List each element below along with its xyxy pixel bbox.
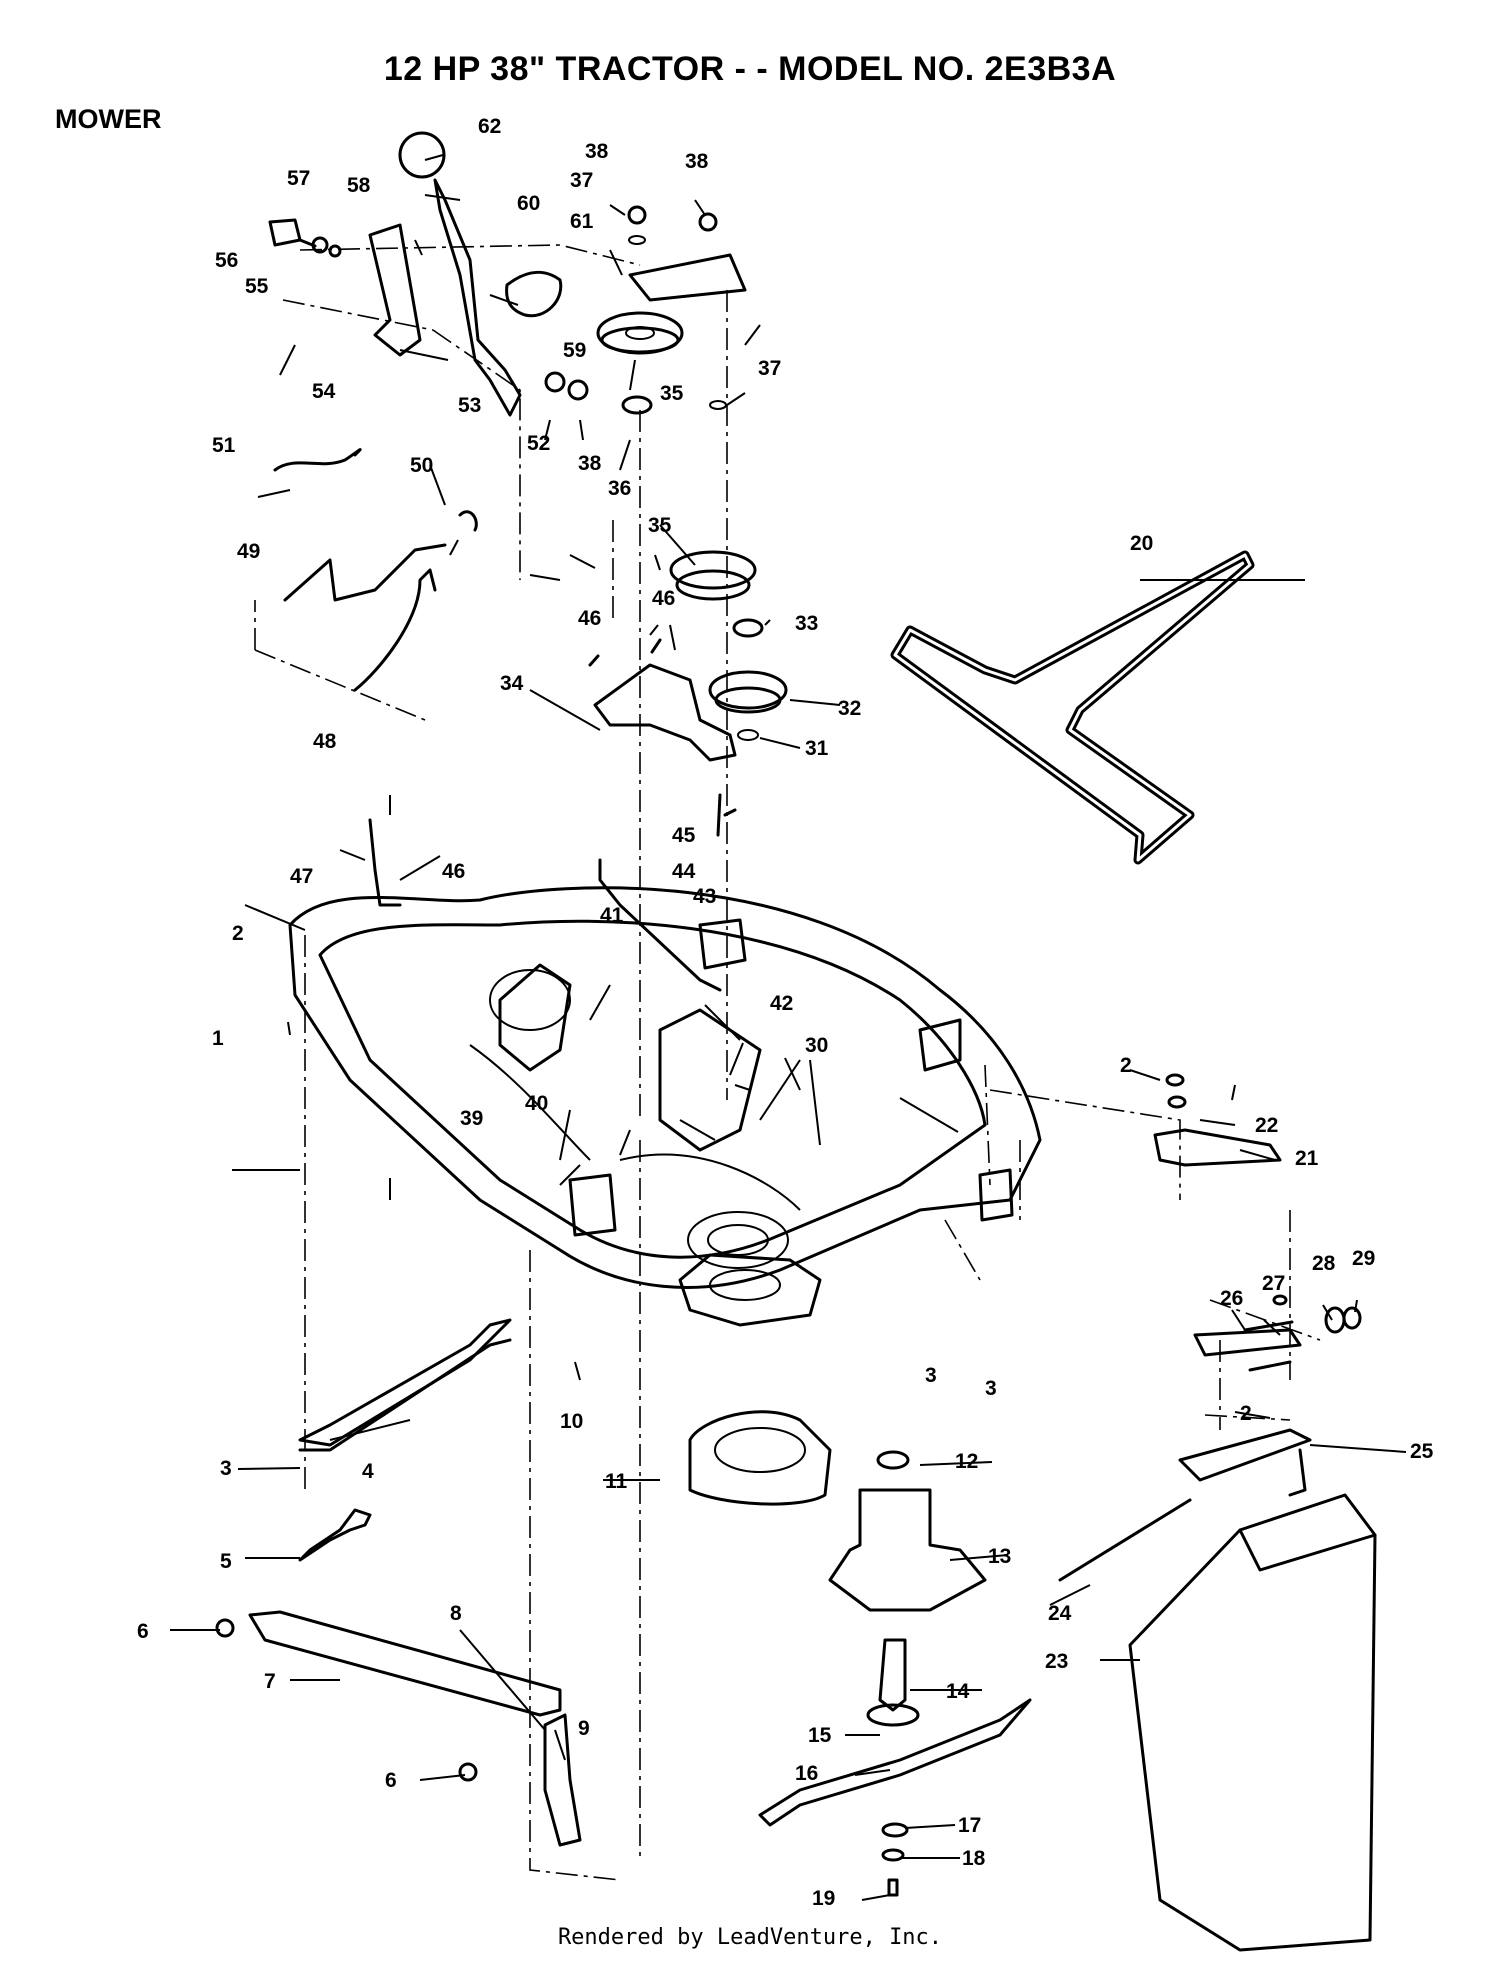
rear-bracket [1058, 1073, 1362, 1582]
callout-57: 57 [287, 167, 310, 190]
callout-37b: 37 [758, 357, 781, 380]
callout-46c: 46 [442, 860, 465, 883]
callout-labels: 1 2 2 2 3 3 3 4 5 6 6 7 8 9 10 11 12 13 … [137, 115, 1434, 1910]
mower-deck [288, 886, 1042, 1289]
callout-8: 8 [450, 1602, 462, 1625]
callout-20: 20 [1130, 532, 1153, 555]
callout-14: 14 [946, 1680, 970, 1703]
callout-2: 2 [232, 922, 244, 945]
callout-22: 22 [1255, 1114, 1278, 1137]
callout-34: 34 [500, 672, 524, 695]
callout-39: 39 [460, 1107, 483, 1130]
callout-48: 48 [313, 730, 337, 753]
callout-52: 52 [527, 432, 550, 455]
callout-43: 43 [693, 885, 716, 908]
callout-2c: 2 [1240, 1402, 1252, 1425]
drive-belt [890, 550, 1255, 865]
callout-47: 47 [290, 865, 313, 888]
callout-56: 56 [215, 249, 238, 272]
callout-46: 46 [578, 607, 601, 630]
callout-60: 60 [517, 192, 540, 215]
callout-5: 5 [220, 1550, 232, 1573]
callout-38: 38 [585, 140, 609, 163]
callout-18: 18 [962, 1847, 986, 1870]
center-pulleys [588, 550, 788, 837]
callout-45: 45 [672, 824, 696, 847]
callout-46b: 46 [652, 587, 675, 610]
callout-37: 37 [570, 169, 593, 192]
callout-6: 6 [137, 1620, 149, 1643]
lift-handle [268, 131, 589, 417]
front-linkage [215, 1318, 582, 1847]
callout-29: 29 [1352, 1247, 1375, 1270]
callout-26: 26 [1220, 1287, 1243, 1310]
callout-62: 62 [478, 115, 501, 138]
callout-6b: 6 [385, 1769, 397, 1792]
callout-35b: 35 [648, 514, 672, 537]
callout-33: 33 [795, 612, 818, 635]
callout-32: 32 [838, 697, 861, 720]
linkage-rods [273, 448, 747, 992]
callout-53: 53 [458, 394, 481, 417]
callout-31: 31 [805, 737, 829, 760]
hanger-and-housing [298, 1338, 832, 1506]
callout-61: 61 [570, 210, 594, 233]
callout-28: 28 [1312, 1252, 1336, 1275]
discharge-chute [1128, 1493, 1377, 1952]
callout-38c: 38 [578, 452, 602, 475]
leader-lines [170, 154, 1407, 1901]
callout-40: 40 [525, 1092, 548, 1115]
callout-58: 58 [347, 174, 371, 197]
callout-16: 16 [795, 1762, 818, 1785]
callout-59: 59 [563, 339, 586, 362]
callout-50: 50 [410, 454, 433, 477]
callout-15: 15 [808, 1724, 832, 1747]
callout-24: 24 [1048, 1602, 1072, 1625]
callout-7: 7 [264, 1670, 276, 1693]
section-label: MOWER [55, 104, 162, 134]
callout-3: 3 [220, 1457, 232, 1480]
callout-11: 11 [605, 1470, 628, 1493]
spindle-assembly [678, 1253, 1032, 1897]
callout-36: 36 [608, 477, 631, 500]
callout-54: 54 [312, 380, 336, 403]
callout-38b: 38 [685, 150, 709, 173]
callout-27: 27 [1262, 1272, 1285, 1295]
callout-1: 1 [212, 1027, 224, 1050]
footer-credit: Rendered by LeadVenture, Inc. [557, 1925, 943, 1950]
callout-23: 23 [1045, 1650, 1068, 1673]
callout-35: 35 [660, 382, 684, 405]
callout-17: 17 [958, 1814, 981, 1837]
callout-42: 42 [770, 992, 793, 1015]
callout-25: 25 [1410, 1440, 1434, 1463]
callout-41: 41 [600, 904, 624, 927]
callout-3b: 3 [925, 1364, 937, 1387]
idler-assembly [596, 205, 747, 415]
callout-21: 21 [1295, 1147, 1319, 1170]
callout-10: 10 [560, 1410, 583, 1433]
diagram-title: 12 HP 38" TRACTOR - - MODEL NO. 2E3B3A [383, 50, 1117, 88]
callout-30: 30 [805, 1034, 828, 1057]
callout-44: 44 [672, 860, 696, 883]
callout-49: 49 [237, 540, 260, 563]
callout-12: 12 [955, 1450, 978, 1473]
callout-55: 55 [245, 275, 269, 298]
callout-13: 13 [988, 1545, 1011, 1568]
callout-19: 19 [812, 1887, 835, 1910]
callout-3c: 3 [985, 1377, 997, 1400]
callout-2b: 2 [1120, 1054, 1132, 1077]
callout-9: 9 [578, 1717, 590, 1740]
callout-51: 51 [212, 434, 236, 457]
callout-4: 4 [362, 1460, 374, 1483]
